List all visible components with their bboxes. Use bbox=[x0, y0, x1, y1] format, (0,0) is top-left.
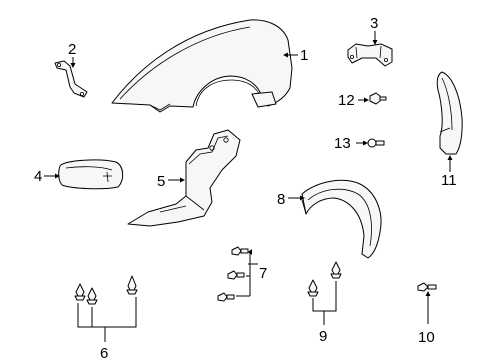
bolt-7a-part bbox=[231, 246, 249, 256]
bolt-7b-part bbox=[227, 270, 245, 280]
callout-2: 2 bbox=[68, 41, 76, 58]
liner-piece-part bbox=[58, 159, 124, 190]
clip-6b-part bbox=[86, 287, 98, 305]
callout-11: 11 bbox=[441, 172, 457, 189]
bolt-7c-part bbox=[217, 292, 235, 302]
callout-numbers: 1 2 3 4 5 6 7 8 9 10 11 12 13 bbox=[34, 15, 457, 360]
fender-part bbox=[111, 19, 293, 113]
callout-9: 9 bbox=[319, 328, 327, 345]
callout-1: 1 bbox=[300, 47, 308, 64]
callout-10: 10 bbox=[418, 329, 435, 346]
bolt-12-part bbox=[369, 92, 387, 105]
wheelhouse-part bbox=[301, 179, 382, 259]
callout-8: 8 bbox=[277, 191, 285, 208]
callout-12: 12 bbox=[338, 92, 355, 109]
pin-9b-part bbox=[330, 261, 342, 279]
callout-7: 7 bbox=[259, 265, 267, 282]
pin-9a-part bbox=[307, 279, 319, 297]
bracket-part bbox=[54, 60, 88, 98]
callout-6: 6 bbox=[100, 345, 108, 360]
upper-bracket-part bbox=[347, 43, 393, 67]
callout-3: 3 bbox=[370, 15, 378, 32]
screw-10-part bbox=[417, 282, 437, 292]
mud-flap-part bbox=[436, 71, 463, 155]
clip-6a-part bbox=[74, 283, 86, 301]
callout-5: 5 bbox=[157, 173, 165, 190]
leader-lines bbox=[44, 31, 453, 342]
splash-shield-part bbox=[127, 129, 241, 227]
callout-4: 4 bbox=[34, 168, 42, 185]
screw-13-part bbox=[367, 138, 385, 148]
clip-6c-part bbox=[126, 275, 138, 295]
callout-13: 13 bbox=[334, 135, 351, 152]
